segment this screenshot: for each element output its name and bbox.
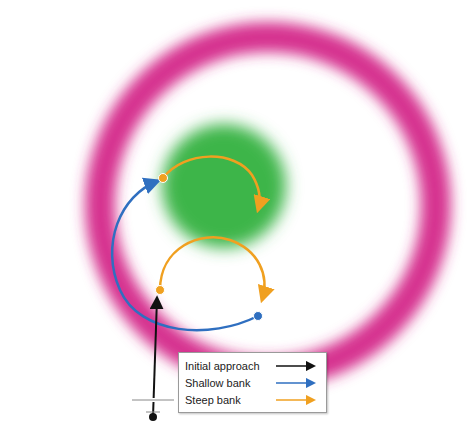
start-dot xyxy=(149,413,157,421)
turn-point xyxy=(159,174,168,183)
legend-sample xyxy=(274,361,320,371)
legend-line xyxy=(276,382,314,384)
turn-point xyxy=(254,312,263,321)
target-area xyxy=(162,124,286,248)
legend-label: Shallow bank xyxy=(185,377,250,389)
aircraft-symbol xyxy=(132,400,174,412)
legend-line xyxy=(276,365,314,367)
turn-point xyxy=(156,286,165,295)
legend-entry: Initial approach xyxy=(185,357,320,374)
outer-ring xyxy=(100,37,436,373)
legend-label: Steep bank xyxy=(185,394,241,406)
steep-bank-path xyxy=(163,157,260,210)
legend-label: Initial approach xyxy=(185,360,260,372)
legend-entry: Shallow bank xyxy=(185,374,320,391)
legend-sample xyxy=(274,378,320,388)
legend-line xyxy=(276,399,314,401)
legend-sample xyxy=(274,395,320,405)
legend: Initial approach Shallow bank Steep bank xyxy=(178,352,327,413)
steep-bank-path xyxy=(160,237,264,300)
legend-entry: Steep bank xyxy=(185,391,320,408)
shallow-bank-path xyxy=(112,181,258,330)
